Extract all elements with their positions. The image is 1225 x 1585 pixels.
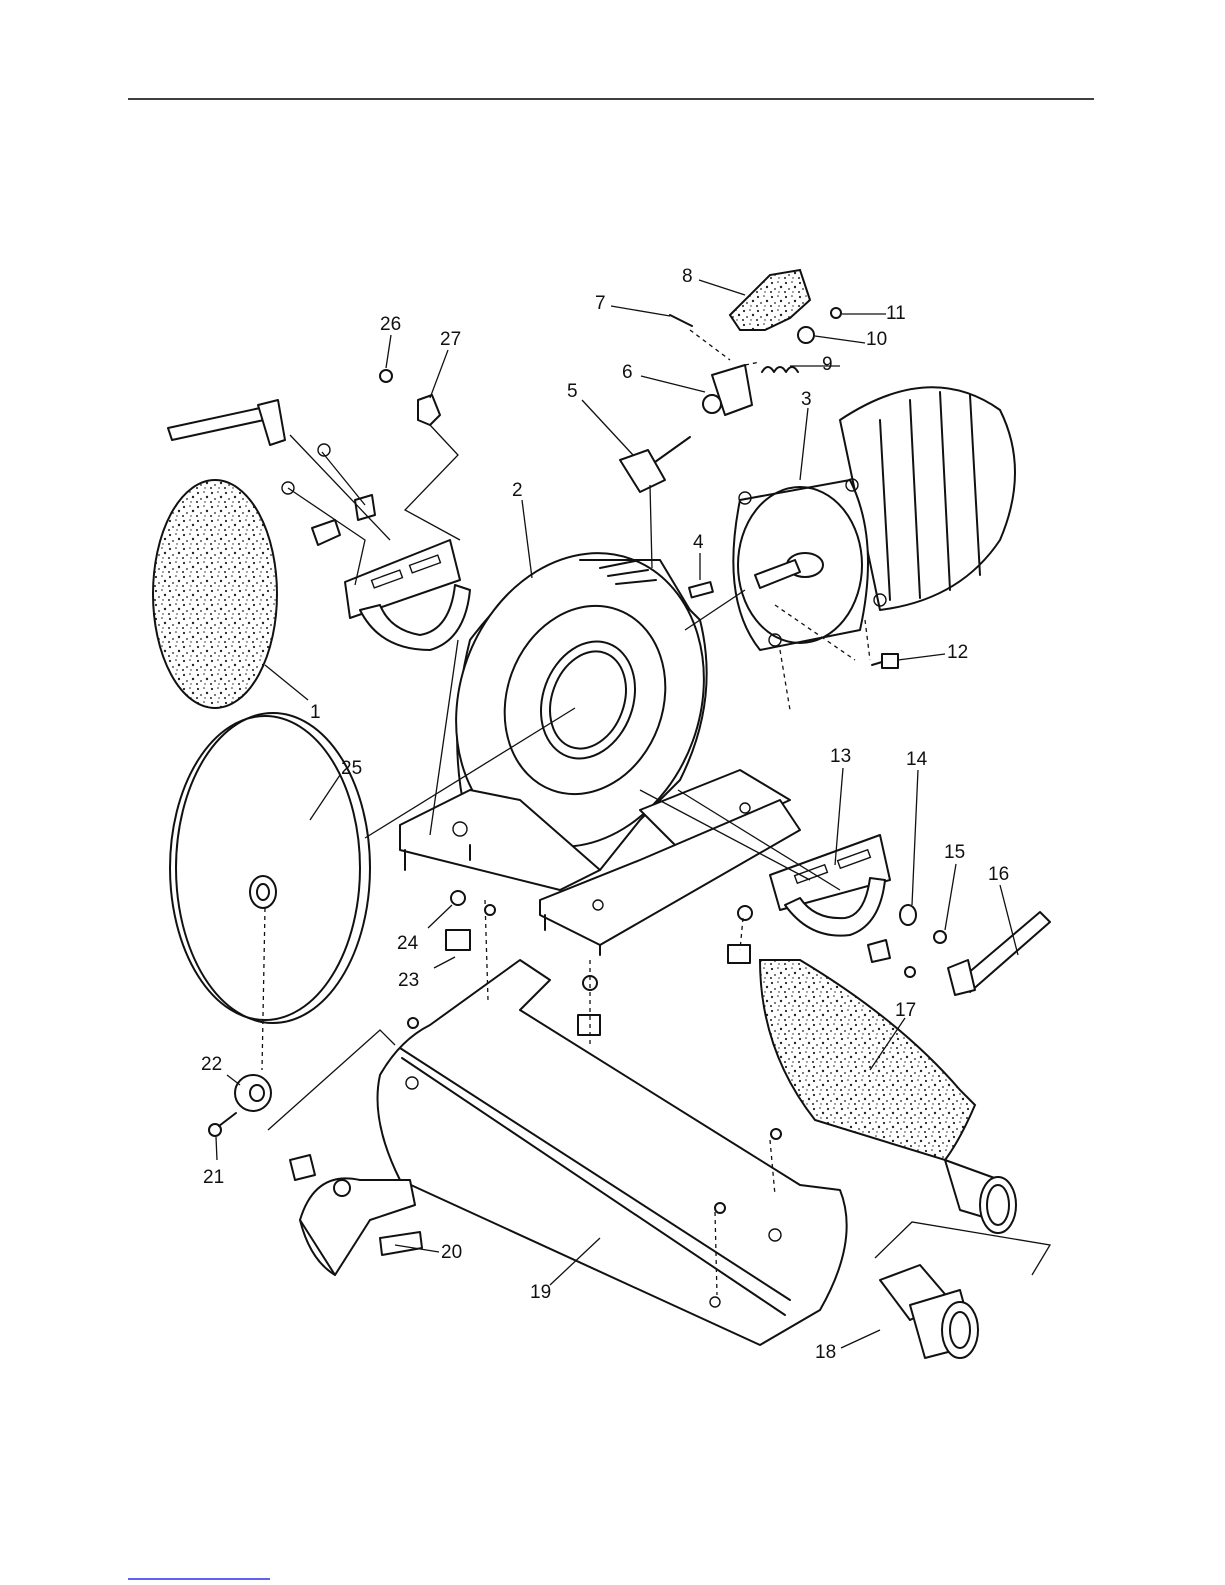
part-18-hose-adapter bbox=[880, 1265, 978, 1358]
part-25-disc-plate bbox=[170, 713, 370, 1023]
label-part-23: 23 bbox=[398, 970, 419, 991]
label-part-25: 25 bbox=[341, 758, 362, 779]
part-5-knob bbox=[620, 437, 690, 492]
part-22-flange bbox=[235, 1075, 271, 1111]
label-part-8: 8 bbox=[682, 266, 693, 287]
part-27-nut bbox=[418, 395, 440, 425]
part-4-key bbox=[689, 582, 713, 597]
label-part-16: 16 bbox=[988, 864, 1009, 885]
left-table-support bbox=[345, 540, 470, 650]
label-part-2: 2 bbox=[512, 480, 523, 501]
label-part-19: 19 bbox=[530, 1282, 551, 1303]
label-part-21: 21 bbox=[203, 1167, 224, 1188]
part-12-bolt bbox=[872, 654, 898, 668]
label-part-24: 24 bbox=[397, 933, 419, 954]
part-16-adjust-lever bbox=[948, 912, 1050, 995]
part-8-switch-key bbox=[730, 270, 810, 330]
label-part-12: 12 bbox=[947, 642, 968, 663]
label-part-22: 22 bbox=[201, 1054, 222, 1075]
label-part-6: 6 bbox=[622, 362, 633, 383]
part-13-right-table-support bbox=[770, 835, 890, 936]
part-1-sanding-disc bbox=[153, 480, 277, 708]
part-26-screw bbox=[380, 370, 392, 382]
label-part-27: 27 bbox=[440, 329, 461, 350]
part-3-motor bbox=[733, 387, 1015, 650]
label-part-10: 10 bbox=[866, 329, 887, 350]
part-14-washer bbox=[900, 905, 916, 925]
label-part-3: 3 bbox=[801, 389, 812, 410]
label-part-15: 15 bbox=[944, 842, 965, 863]
label-part-5: 5 bbox=[567, 381, 578, 402]
label-part-9: 9 bbox=[822, 354, 833, 375]
part-11-screw bbox=[831, 308, 841, 318]
part-7-pin bbox=[670, 315, 692, 326]
part-21-screw bbox=[209, 1113, 236, 1136]
label-part-11: 11 bbox=[886, 303, 906, 324]
label-part-1: 1 bbox=[310, 702, 321, 723]
part-9-spring bbox=[762, 367, 798, 372]
label-part-7: 7 bbox=[595, 293, 606, 314]
label-part-13: 13 bbox=[830, 746, 851, 767]
label-part-14: 14 bbox=[906, 749, 928, 770]
label-part-17: 17 bbox=[895, 1000, 916, 1021]
label-part-20: 20 bbox=[441, 1242, 462, 1263]
part-15-nut bbox=[934, 931, 946, 943]
label-part-4: 4 bbox=[693, 532, 704, 553]
label-part-18: 18 bbox=[815, 1342, 836, 1363]
label-part-26: 26 bbox=[380, 314, 401, 335]
part-6-switch bbox=[703, 365, 752, 415]
part-10-washer bbox=[798, 327, 814, 343]
